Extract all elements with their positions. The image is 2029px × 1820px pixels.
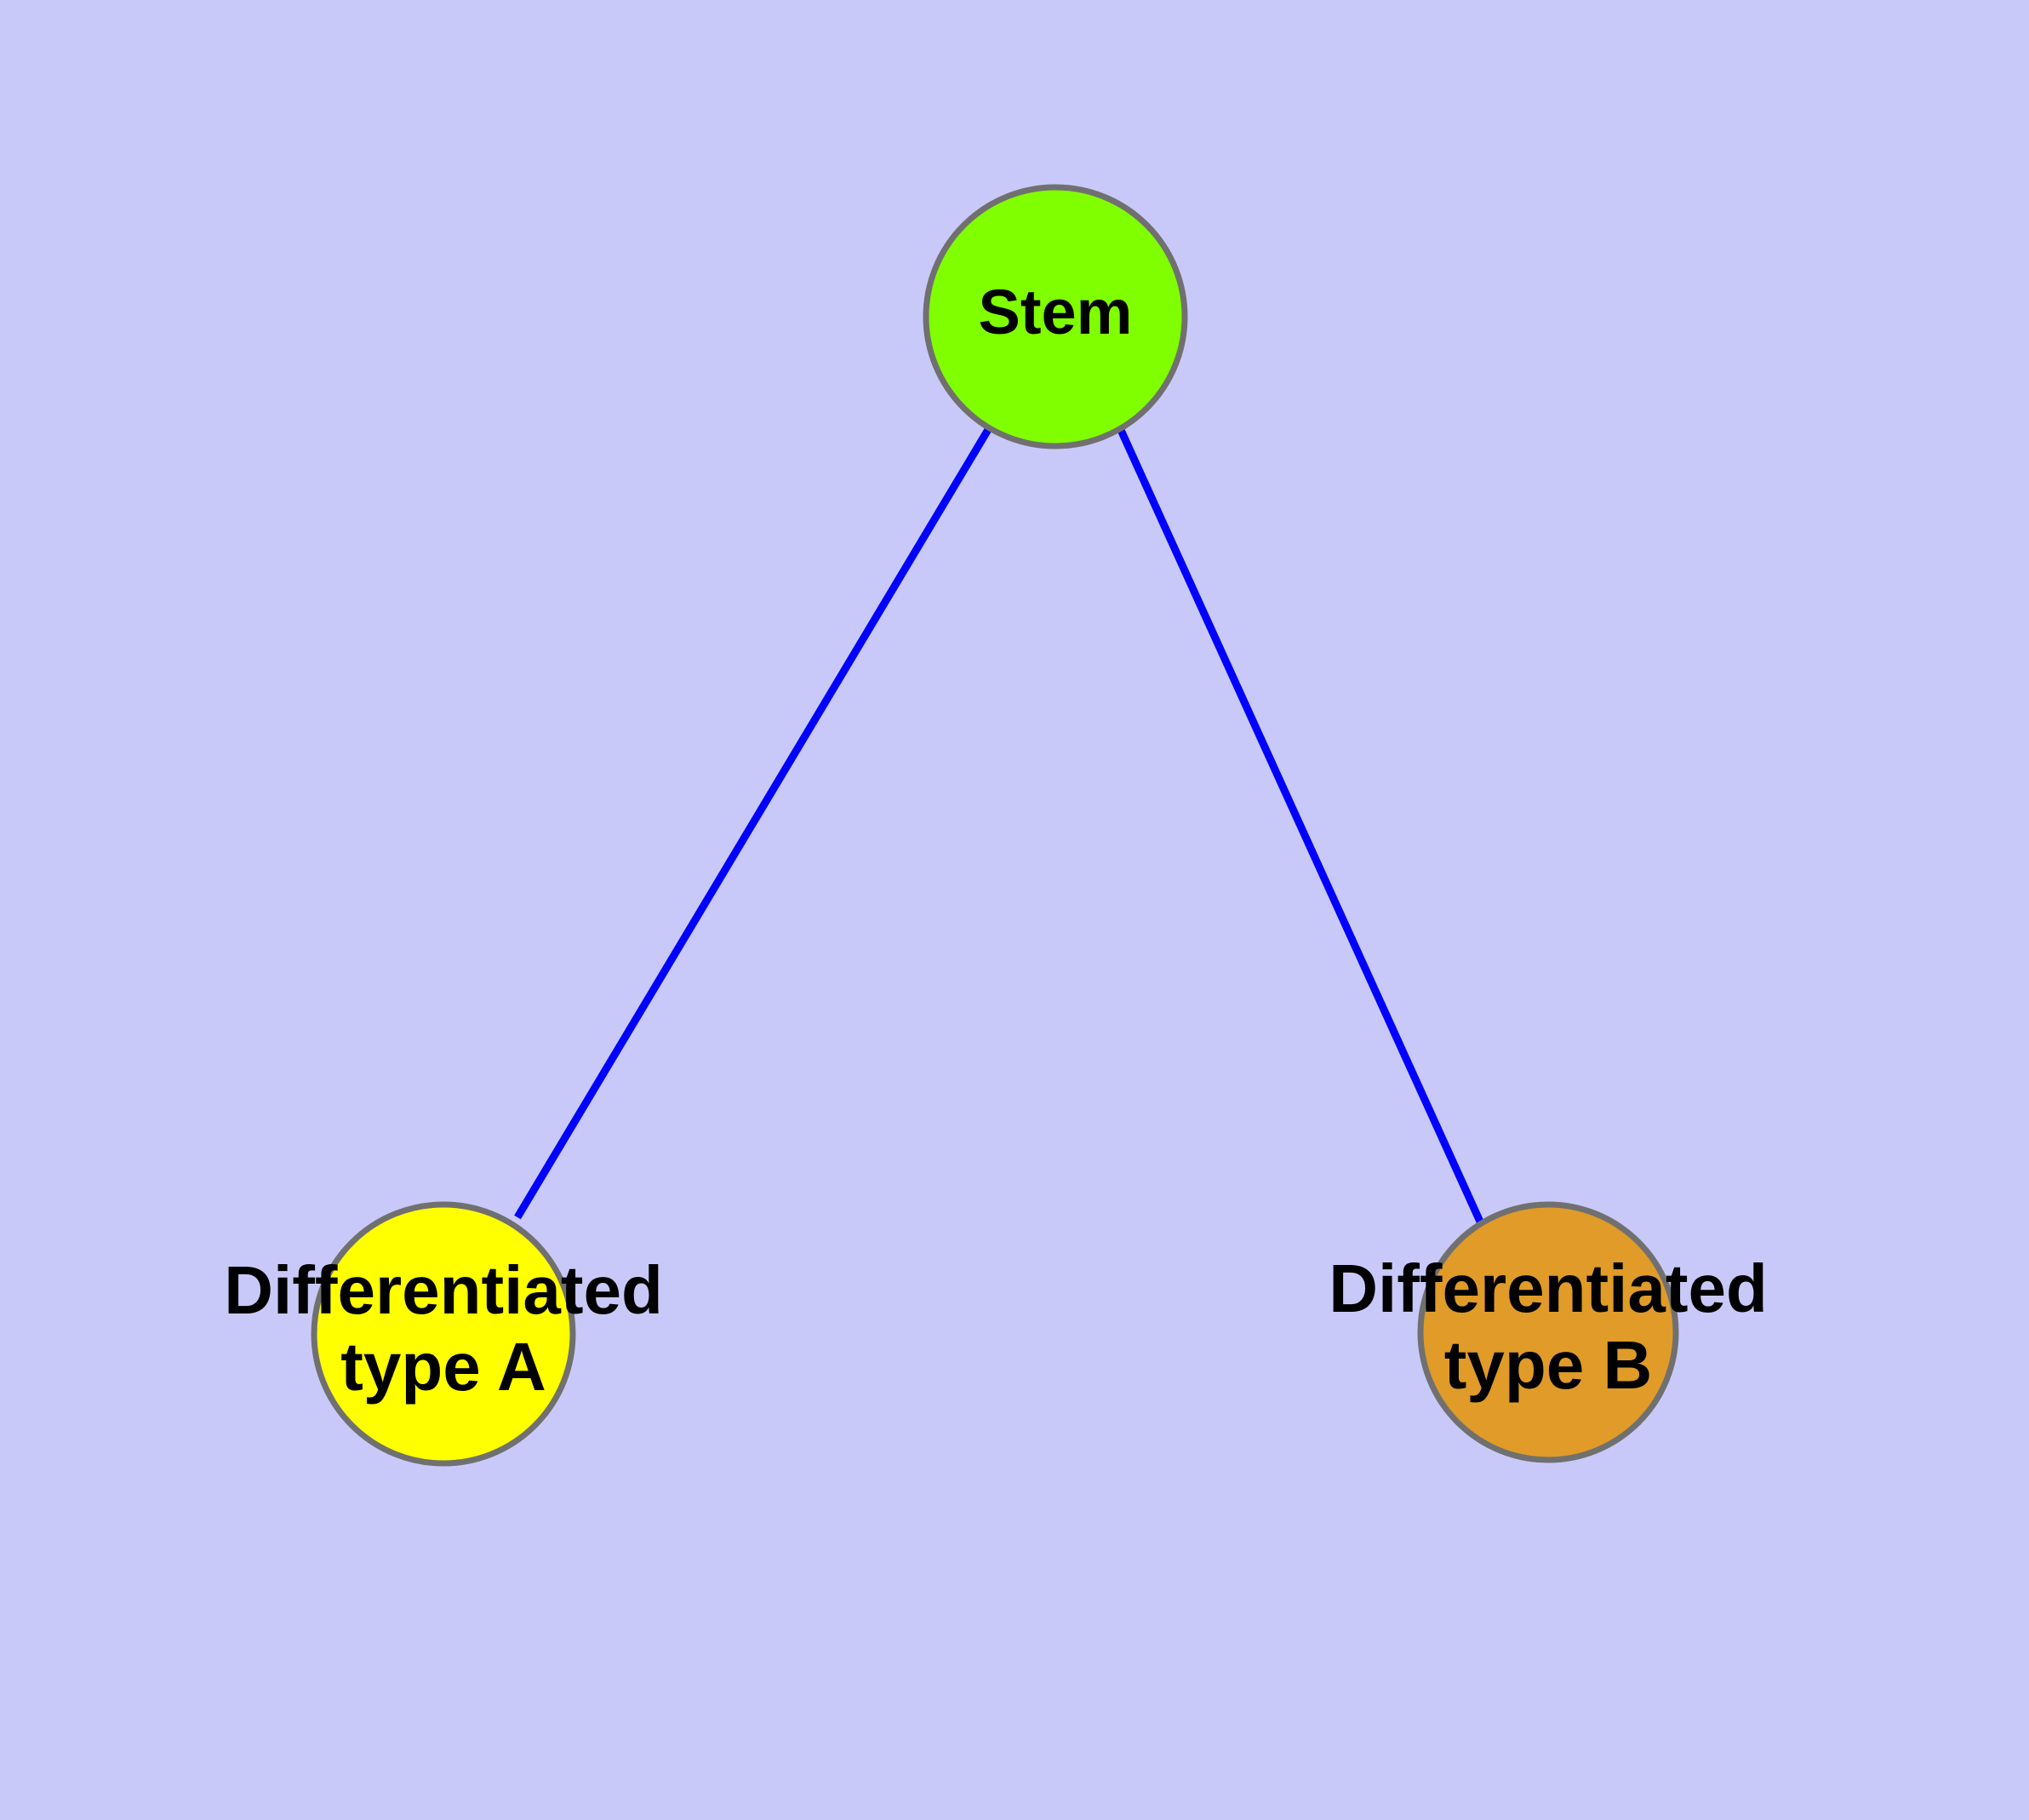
edge-stem-to-diff-b[interactable] [1116, 426, 1484, 1223]
node-label-line: Stem [979, 277, 1133, 347]
nodes-layer [311, 184, 1679, 1467]
node-label-line: type A [340, 1329, 546, 1405]
edges-layer [514, 426, 1484, 1223]
node-label-line: Differentiated [1329, 1251, 1768, 1326]
node-circle-diff_a[interactable] [311, 1201, 576, 1467]
edge-stem-to-diff-a[interactable] [514, 426, 992, 1220]
node-circle-diff_b[interactable] [1417, 1201, 1679, 1463]
node-label-line: Differentiated [224, 1252, 663, 1328]
node-label-line: type B [1444, 1327, 1653, 1403]
node-label-stem: Stem [979, 277, 1133, 347]
node-circle-stem[interactable] [923, 184, 1188, 449]
